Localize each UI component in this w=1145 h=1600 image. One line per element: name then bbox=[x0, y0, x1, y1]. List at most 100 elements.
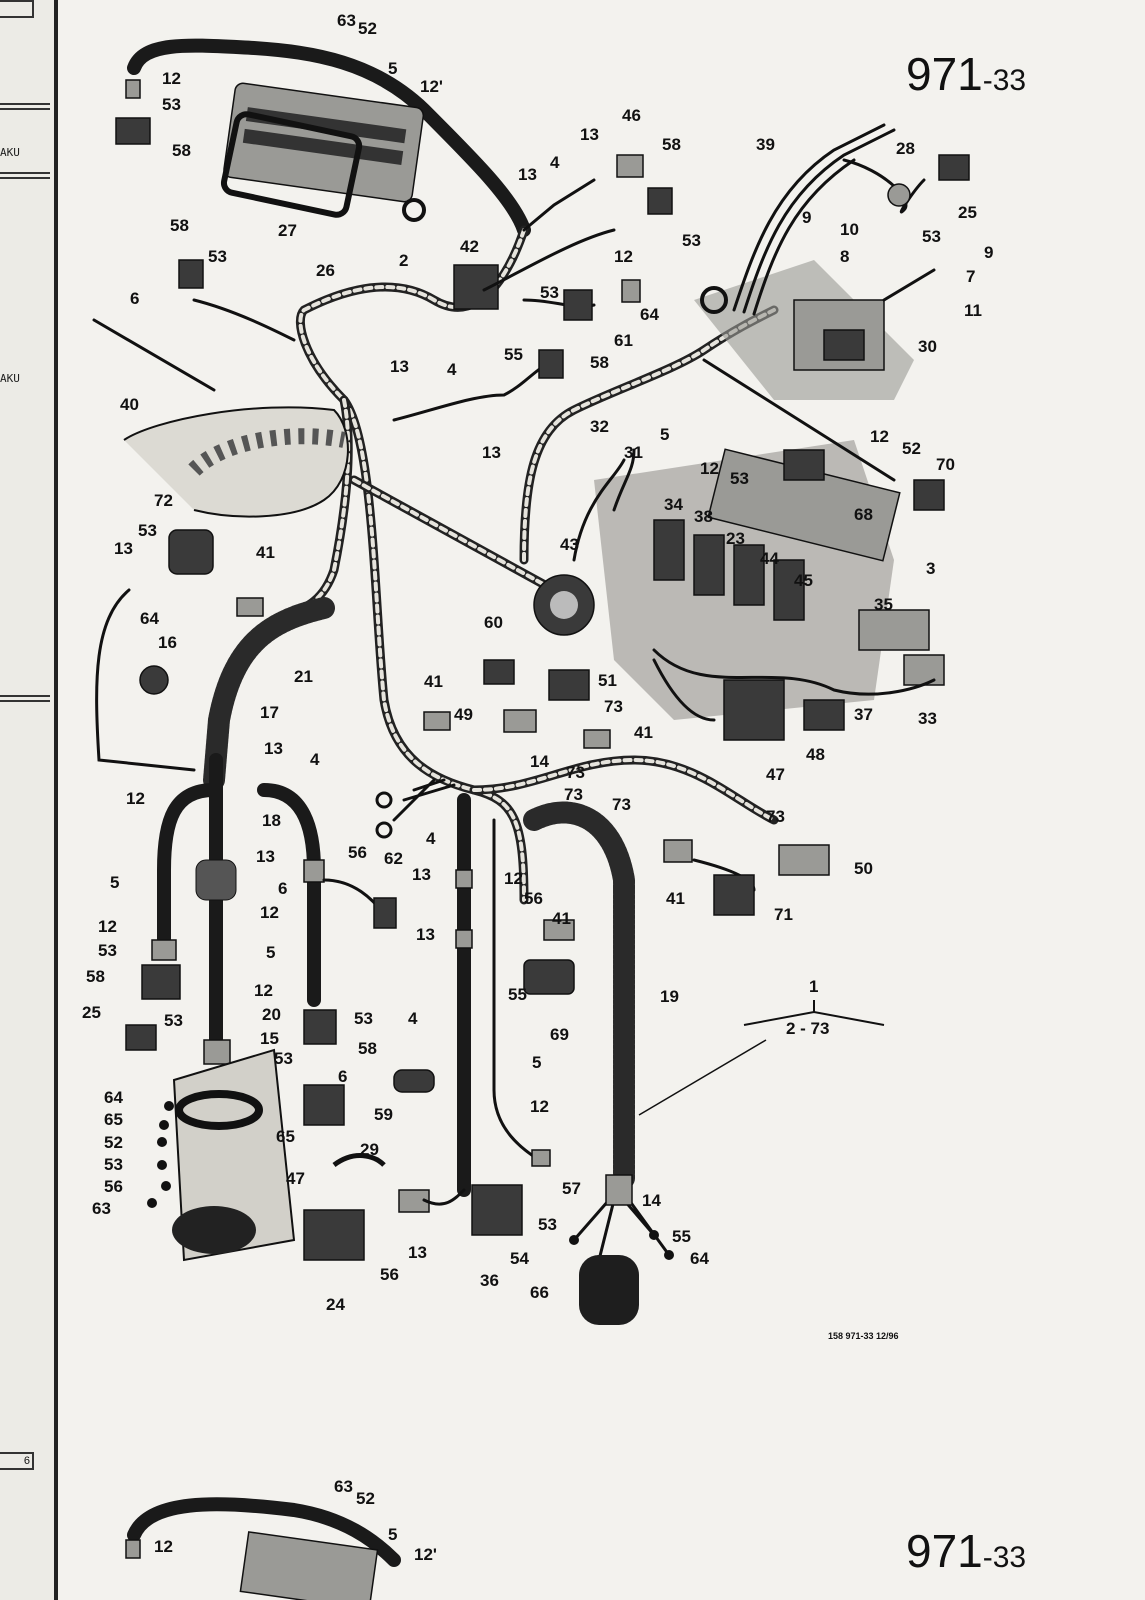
callout: 19 bbox=[660, 987, 679, 1006]
callout: 28 bbox=[896, 139, 915, 158]
callout: 7 bbox=[966, 267, 975, 286]
callout: 47 bbox=[766, 765, 785, 784]
callout: 40 bbox=[120, 395, 139, 414]
callout: 53 bbox=[162, 95, 181, 114]
connector-25-top bbox=[938, 154, 970, 181]
callout: 5 bbox=[110, 873, 119, 892]
callout: 5 bbox=[266, 943, 275, 962]
bracket-leader bbox=[638, 1039, 767, 1116]
callout: 38 bbox=[694, 507, 713, 526]
callout: 13 bbox=[390, 357, 409, 376]
next-page-number-block: 971-33 bbox=[906, 1525, 1026, 1577]
connector-58-center bbox=[303, 1009, 337, 1045]
callout: 13 bbox=[114, 539, 133, 558]
callout: 24 bbox=[326, 1295, 345, 1314]
callout: 52 bbox=[902, 439, 921, 458]
callout: 44 bbox=[760, 549, 779, 568]
callout: 13 bbox=[264, 739, 283, 758]
callout: 31 bbox=[624, 443, 643, 462]
callout: 13 bbox=[518, 165, 537, 184]
cable-11 bbox=[882, 268, 936, 302]
callout: 52 bbox=[104, 1133, 123, 1152]
callout: 12' bbox=[414, 1545, 437, 1564]
callout: 55 bbox=[672, 1227, 691, 1246]
connector-60 bbox=[483, 659, 515, 685]
callout: 56 bbox=[524, 889, 543, 908]
connector-58-top bbox=[115, 117, 151, 145]
wire-5-top bbox=[482, 228, 616, 292]
callout: 35 bbox=[874, 595, 893, 614]
callout: 3 bbox=[926, 559, 935, 578]
heater-unit bbox=[220, 82, 426, 222]
page-number-suffix: -33 bbox=[983, 64, 1026, 97]
edge-page-box: 6 bbox=[0, 1452, 34, 1470]
edge-divider bbox=[0, 108, 50, 110]
callout: 12 bbox=[504, 869, 523, 888]
callout: 53 bbox=[538, 1215, 557, 1234]
connector-58-lower bbox=[563, 289, 593, 321]
top-cable bbox=[127, 38, 531, 237]
callout: 27 bbox=[278, 221, 297, 240]
callout: 62 bbox=[384, 849, 403, 868]
callout: 12 bbox=[254, 981, 273, 1000]
callout: 50 bbox=[854, 859, 873, 878]
callout: 12 bbox=[530, 1097, 549, 1116]
footer-reference: 158 971-33 12/96 bbox=[828, 1331, 899, 1341]
ring-15 bbox=[203, 1039, 231, 1065]
connector-24 bbox=[303, 1209, 365, 1261]
edge-divider bbox=[0, 177, 50, 179]
wire-5-right bbox=[702, 358, 896, 482]
callout: 55 bbox=[504, 345, 523, 364]
callout: 73 bbox=[604, 697, 623, 716]
relay-38 bbox=[693, 534, 725, 596]
callout: 61 bbox=[614, 331, 633, 350]
callout: 25 bbox=[82, 1003, 101, 1022]
connector-36 bbox=[471, 1184, 523, 1236]
callout: 4 bbox=[447, 360, 457, 379]
resistor-59 bbox=[303, 1084, 345, 1126]
callout: 13 bbox=[256, 847, 275, 866]
callout: 12 bbox=[98, 917, 117, 936]
callout: 63 bbox=[334, 1477, 353, 1496]
callout: 55 bbox=[508, 985, 527, 1004]
callout: 12 bbox=[700, 459, 719, 478]
clip-41-lower bbox=[583, 729, 611, 749]
relay-68 bbox=[783, 449, 825, 481]
callout: 12 bbox=[154, 1537, 173, 1556]
wire-4-top bbox=[522, 178, 596, 232]
wire-5-left bbox=[157, 783, 221, 947]
connector-25-left bbox=[125, 1024, 157, 1051]
callout: 36 bbox=[480, 1271, 499, 1290]
grommet-ring bbox=[402, 198, 426, 222]
plug-61 bbox=[621, 279, 641, 303]
callout: 65 bbox=[276, 1127, 295, 1146]
relay-37 bbox=[803, 699, 845, 731]
lamp-16 bbox=[139, 665, 169, 695]
motor-66 bbox=[569, 1174, 674, 1325]
callout: 60 bbox=[484, 613, 503, 632]
callout: 6 bbox=[278, 879, 287, 898]
fuse-relay-cluster bbox=[533, 440, 945, 741]
callout: 2 bbox=[399, 251, 408, 270]
filter-frame bbox=[220, 111, 363, 218]
adjacent-page-edge: AKU AKU 6 bbox=[0, 0, 58, 1600]
callout: 73 bbox=[564, 785, 583, 804]
callout: 53 bbox=[138, 521, 157, 540]
callout: 9 bbox=[802, 208, 811, 227]
callout: 17 bbox=[260, 703, 279, 722]
callout: 41 bbox=[634, 723, 653, 742]
switch-71 bbox=[713, 874, 755, 916]
callout: 26 bbox=[316, 261, 335, 280]
callout: 29 bbox=[360, 1140, 379, 1159]
edge-label: AKU bbox=[0, 146, 20, 159]
control-panel bbox=[694, 123, 970, 511]
connector-33 bbox=[903, 654, 945, 686]
callout: 56 bbox=[348, 843, 367, 862]
callout: 52 bbox=[356, 1489, 375, 1508]
callout: 53 bbox=[208, 247, 227, 266]
callout-labels: 63 52 5 12' 12 53 58 27 26 2 13 46 13 4 … bbox=[82, 11, 993, 1314]
callout: 64 bbox=[104, 1088, 123, 1107]
callout: 30 bbox=[918, 337, 937, 356]
relay-69 bbox=[523, 959, 575, 995]
